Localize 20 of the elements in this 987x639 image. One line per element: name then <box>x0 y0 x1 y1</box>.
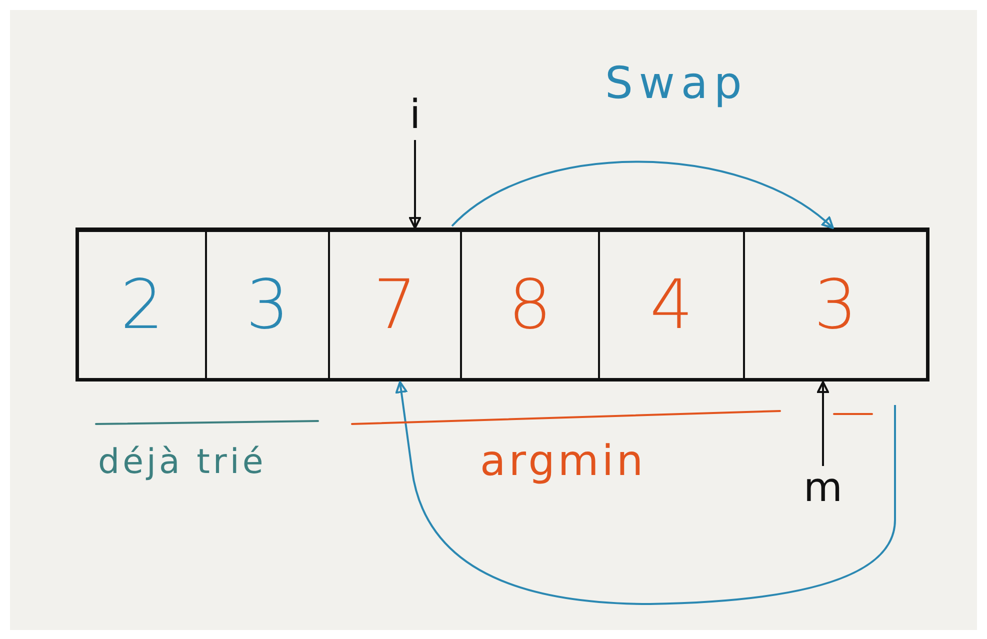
index-variable: m <box>806 466 840 510</box>
range-label: déjà trié <box>98 442 266 482</box>
arrow <box>395 381 896 605</box>
arrow <box>451 160 834 229</box>
array-value: 3 <box>814 266 858 344</box>
array-cell <box>460 230 600 380</box>
array-value: 3 <box>246 266 290 344</box>
range-label: argmin <box>480 436 646 485</box>
arrow <box>409 140 421 229</box>
index-variable: i <box>395 90 435 140</box>
array-cell <box>598 230 745 380</box>
arrow <box>817 381 829 466</box>
array-value: 2 <box>120 266 164 344</box>
array-value: 4 <box>650 266 694 344</box>
array-value: 8 <box>508 266 552 344</box>
array-cell <box>205 230 330 380</box>
array-cell <box>328 230 462 380</box>
array-value: 7 <box>373 266 417 344</box>
array-cell <box>743 230 928 380</box>
array-cell <box>77 230 207 380</box>
